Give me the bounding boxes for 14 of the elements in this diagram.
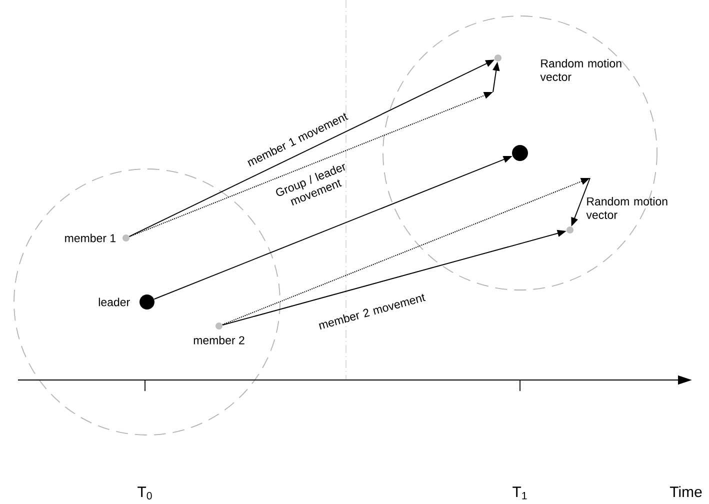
dot — [140, 294, 154, 310]
dot — [122, 234, 130, 242]
edge-label: Random motion vector — [586, 197, 668, 219]
axis-label: T$_{0}$ — [138, 486, 152, 500]
point-label: member 2 — [194, 336, 244, 344]
axis-label: Time — [670, 486, 702, 498]
edge-label: Random motion vector — [540, 59, 622, 81]
dot — [512, 145, 528, 161]
dot — [566, 226, 574, 234]
point-label: member 1 — [65, 234, 116, 242]
point-label: leader — [98, 298, 130, 306]
dot — [494, 54, 502, 62]
dot — [216, 322, 222, 330]
axis-label: T$_{1}$ — [512, 486, 527, 500]
